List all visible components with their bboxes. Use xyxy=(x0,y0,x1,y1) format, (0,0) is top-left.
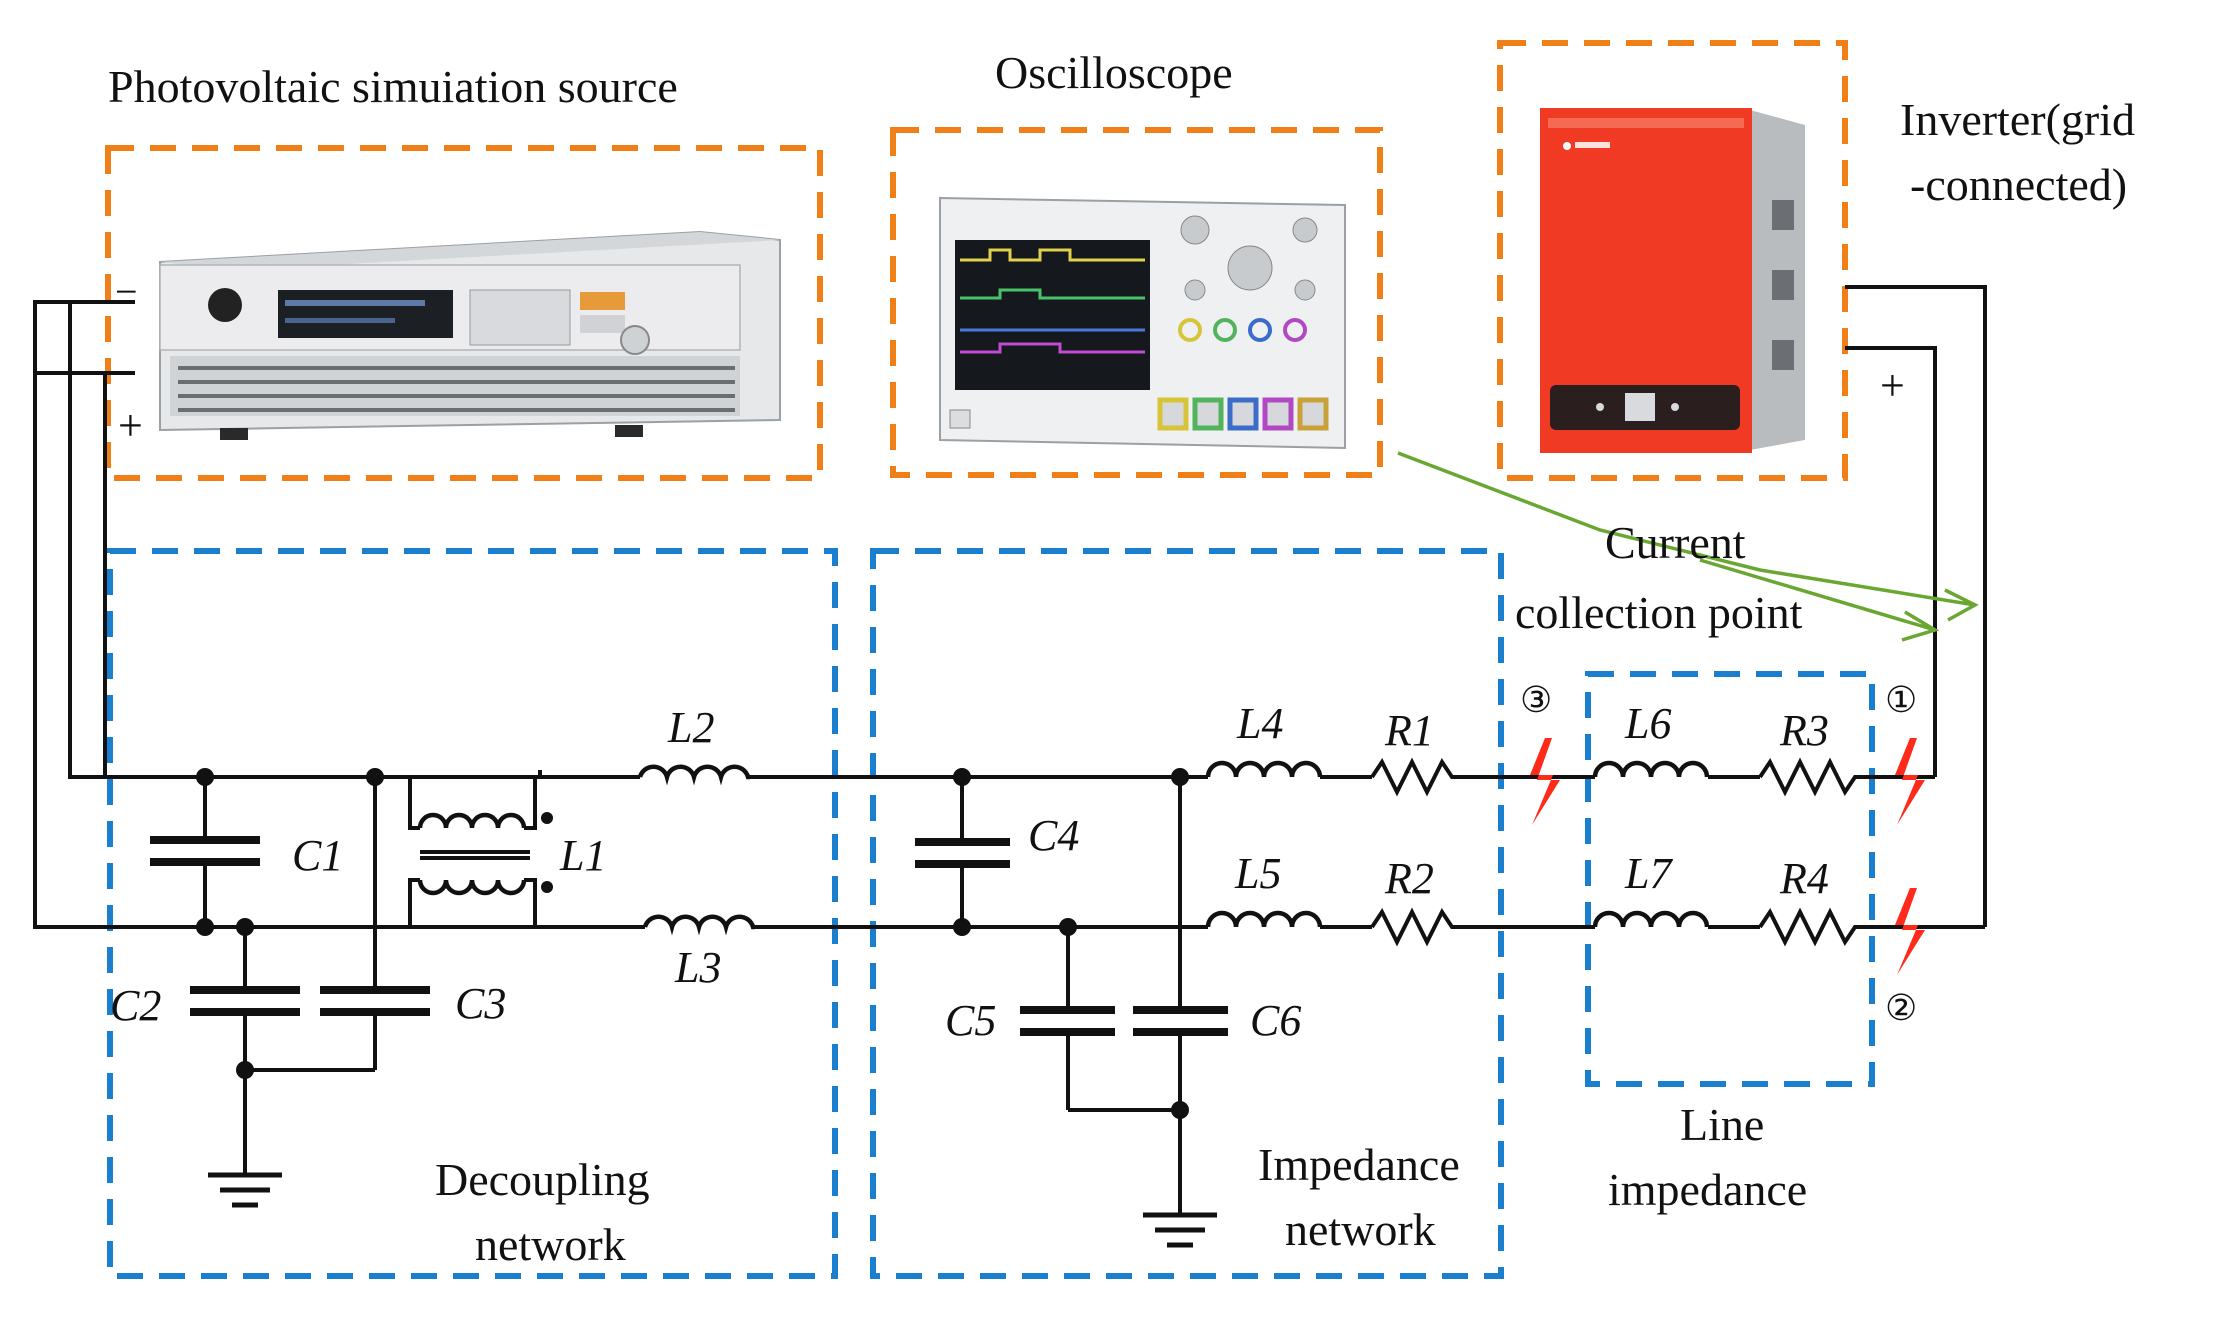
current-point-label-line1: Current xyxy=(1605,517,1746,568)
pv-source-label: Photovoltaic simuiation source xyxy=(108,61,678,112)
inverter-device xyxy=(1540,108,1805,453)
pv-simulator-device xyxy=(159,230,781,440)
probe-arrows xyxy=(1397,451,1979,642)
decoupling-label-line2: network xyxy=(475,1219,626,1270)
l5-label: L5 xyxy=(1234,849,1281,898)
oscilloscope-device xyxy=(939,196,1346,450)
line-impedance-label-line1: Line xyxy=(1680,1099,1764,1150)
r3-label: R3 xyxy=(1779,706,1829,755)
l1-label: L1 xyxy=(559,831,606,880)
point-1-label: ① xyxy=(1885,680,1917,720)
c3-label: C3 xyxy=(455,979,506,1028)
line-impedance-label-line2: impedance xyxy=(1608,1164,1807,1215)
c1-label: C1 xyxy=(292,831,343,880)
c2-label: C2 xyxy=(110,981,161,1030)
current-point-label-line2: collection point xyxy=(1515,587,1803,638)
oscilloscope-box xyxy=(890,127,1383,478)
l3-label: L3 xyxy=(674,943,721,992)
r1-label: R1 xyxy=(1384,706,1434,755)
inductor-coils xyxy=(205,760,1710,936)
r2-label: R2 xyxy=(1384,854,1434,903)
wiring xyxy=(33,285,1987,1215)
point-2-label: ② xyxy=(1885,988,1917,1028)
r4-label: R4 xyxy=(1779,854,1829,903)
line-impedance-box xyxy=(1585,671,1875,1087)
capacitor-plates xyxy=(150,836,1228,1036)
resistors xyxy=(1370,757,1860,947)
ground-icon xyxy=(208,1172,282,1208)
lightning-icon xyxy=(1895,888,1925,975)
oscilloscope-label: Oscilloscope xyxy=(995,47,1233,98)
c5-label: C5 xyxy=(945,996,996,1045)
ground-icon xyxy=(1143,1212,1217,1248)
decoupling-network-box xyxy=(107,548,838,1279)
point-3-label: ③ xyxy=(1520,680,1552,720)
c6-label: C6 xyxy=(1250,996,1301,1045)
c4-label: C4 xyxy=(1028,811,1079,860)
lightning-icon xyxy=(1895,738,1925,825)
l2-label: L2 xyxy=(667,703,714,752)
plus-sign-right: + xyxy=(1880,361,1905,410)
l6-label: L6 xyxy=(1624,699,1671,748)
impedance-network-box xyxy=(870,548,1504,1279)
impedance-label-line1: Impedance xyxy=(1258,1139,1460,1190)
impedance-label-line2: network xyxy=(1285,1204,1436,1255)
lightning-icon xyxy=(1530,738,1560,825)
inverter-label-line1: Inverter(grid xyxy=(1900,94,2135,145)
decoupling-label-line1: Decoupling xyxy=(435,1154,650,1205)
pv-source-box xyxy=(105,145,823,481)
plus-sign: + xyxy=(118,401,143,450)
minus-sign: − xyxy=(115,269,138,314)
l4-label: L4 xyxy=(1236,699,1283,748)
inverter-box xyxy=(1497,40,1848,481)
l7-label: L7 xyxy=(1624,849,1673,898)
junction-dots xyxy=(196,768,1189,1119)
inverter-label-line2: -connected) xyxy=(1910,159,2127,210)
